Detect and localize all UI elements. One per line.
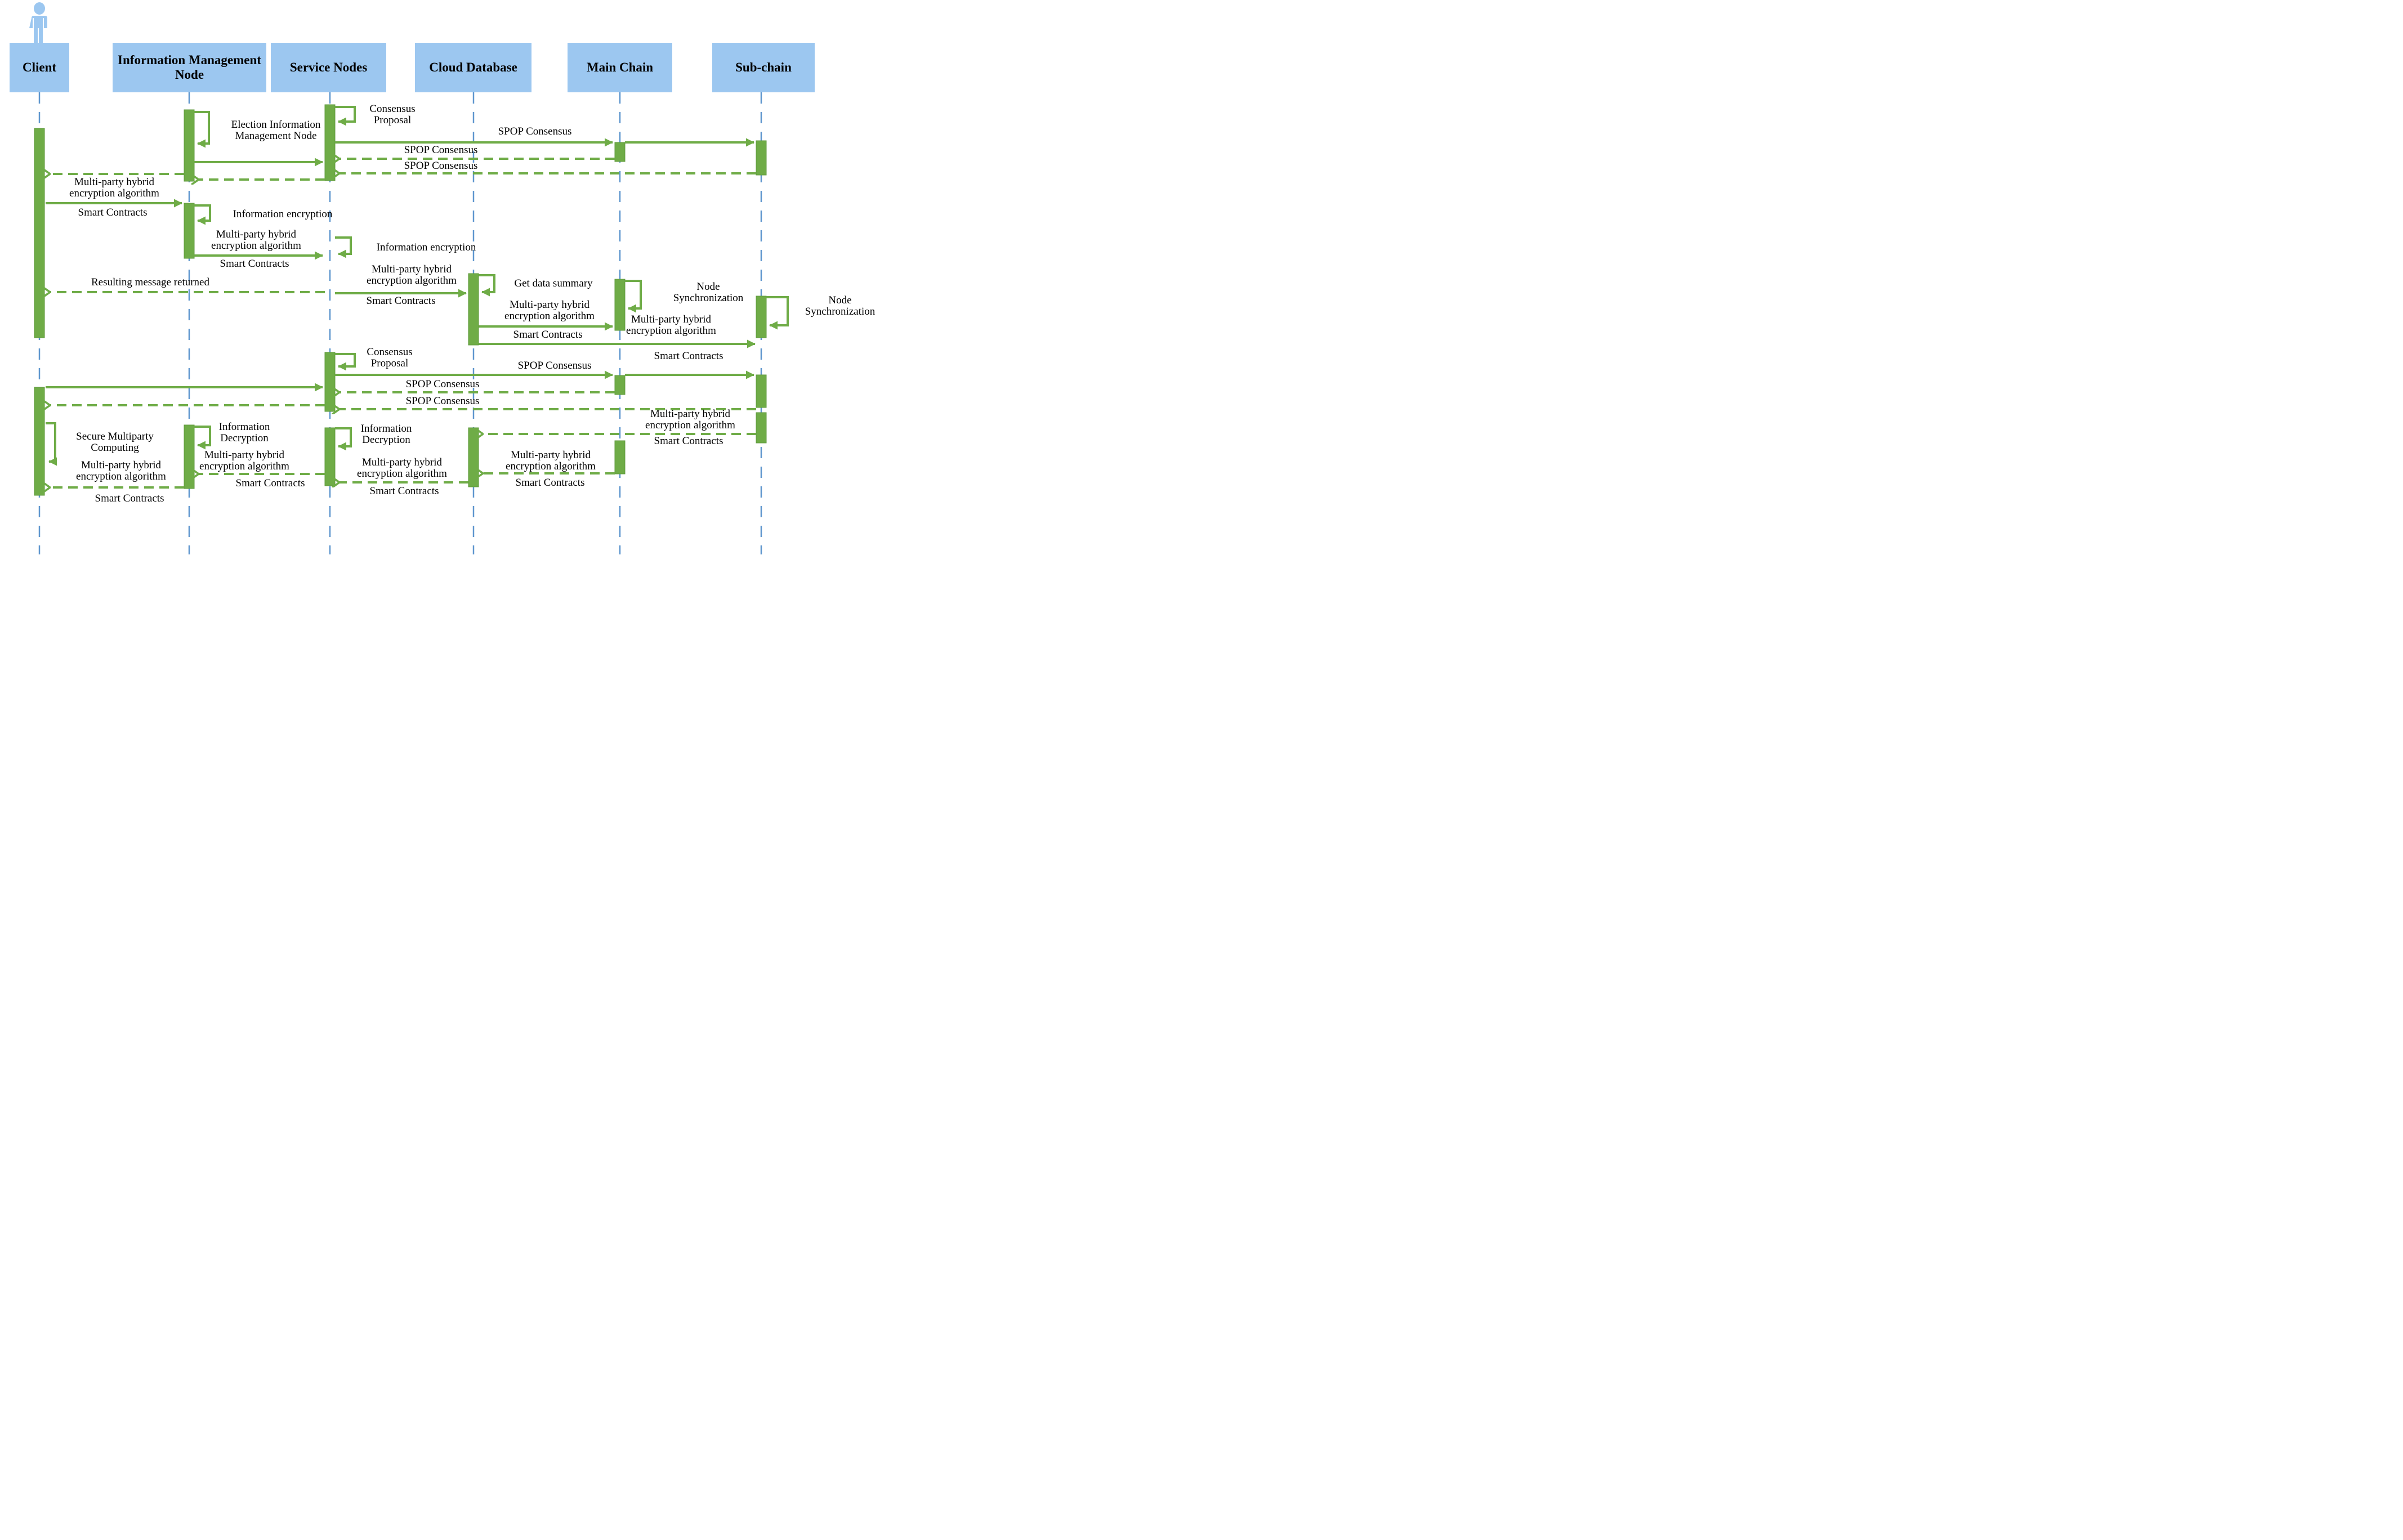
message-label: Multi-party hybrid encryption algorithm	[504, 299, 595, 322]
message-label: Multi-party hybrid encryption algorithm	[69, 176, 159, 199]
actor-box-information-management-node: Information Management Node	[113, 43, 266, 92]
self-loop-information-encryption-info	[194, 204, 211, 225]
message-label: Smart Contracts	[654, 350, 723, 362]
actor-label: Main Chain	[586, 60, 654, 74]
message-label: SPOP Consensus	[404, 144, 478, 156]
activation-bar	[324, 427, 336, 486]
message-label: SPOP Consensus	[517, 360, 592, 371]
message-label: Node Synchronization	[673, 281, 744, 304]
message-label: Smart Contracts	[369, 485, 439, 497]
message-label: Multi-party hybrid encryption algorithm	[211, 229, 301, 252]
message-label: Information Decryption	[360, 423, 412, 446]
message-label: Get data summary	[514, 277, 593, 289]
activation-bar	[184, 424, 195, 489]
message-label: Resulting message returned	[91, 276, 210, 288]
person-icon	[29, 2, 47, 43]
activation-bar	[324, 352, 336, 412]
actor-box-service-nodes: Service Nodes	[271, 43, 386, 92]
message-label: Node Synchronization	[805, 294, 876, 317]
activation-bar	[614, 440, 626, 474]
activation-bar	[184, 109, 195, 182]
message-label: Smart Contracts	[654, 435, 723, 447]
message-label: SPOP Consensus	[498, 126, 572, 137]
activation-bar	[614, 142, 626, 162]
activation-bar	[34, 387, 45, 496]
self-loop-information-encryption-service	[335, 236, 352, 258]
message-label: Information encryption	[376, 241, 476, 253]
message-label: SPOP Consensus	[405, 395, 480, 407]
self-loop-get-data-summary	[479, 274, 495, 297]
message-label: Multi-party hybrid encryption algorithm	[357, 456, 447, 480]
activation-bar	[756, 140, 767, 176]
message-label: Information encryption	[233, 208, 333, 220]
self-loop-consensus-proposal-2	[335, 353, 356, 371]
activation-bar	[614, 375, 626, 395]
actor-box-cloud-database: Cloud Database	[415, 43, 531, 92]
sequence-diagram: Client Information Management Node Servi…	[0, 0, 883, 563]
message-label: SPOP Consensus	[405, 378, 480, 390]
actor-label: Client	[22, 60, 57, 74]
message-label: Multi-party hybrid encryption algorithm	[645, 408, 735, 431]
actor-box-main-chain: Main Chain	[568, 43, 672, 92]
actor-label: Cloud Database	[429, 60, 517, 74]
actor-box-sub-chain: Sub-chain	[712, 43, 815, 92]
activation-bar	[184, 203, 195, 259]
activation-bar	[756, 374, 767, 408]
message-label: Information Decryption	[218, 421, 270, 444]
message-label: Smart Contracts	[513, 329, 583, 341]
self-loop-consensus-proposal	[335, 106, 356, 126]
message-label: Election Information Management Node	[231, 119, 321, 142]
message-label: Consensus Proposal	[367, 346, 413, 369]
message-label: Multi-party hybrid encryption algorithm	[367, 263, 457, 286]
activation-bar	[614, 279, 626, 331]
message-label: Smart Contracts	[220, 258, 289, 270]
activation-bar	[324, 104, 336, 181]
message-label: Smart Contracts	[235, 477, 305, 489]
message-label: Smart Contracts	[515, 477, 585, 489]
self-loop-information-decryption-info	[194, 426, 211, 450]
message-label: Multi-party hybrid encryption algorithm	[506, 449, 596, 472]
self-loop-node-sync-sub	[766, 296, 789, 330]
self-loop-secure-multiparty-computing	[46, 422, 57, 466]
activation-bar	[468, 273, 479, 346]
self-loop-node-sync-main	[625, 280, 642, 313]
actor-label: Service Nodes	[289, 60, 368, 74]
activation-bar	[756, 412, 767, 444]
message-label: Secure Multiparty Computing	[76, 431, 154, 454]
message-label: SPOP Consensus	[404, 160, 478, 172]
actor-box-client: Client	[10, 43, 69, 92]
self-loop-election-information	[194, 111, 210, 148]
activation-bar	[756, 296, 767, 338]
message-label: Smart Contracts	[366, 295, 436, 307]
activation-bar	[34, 128, 45, 338]
actor-label: Sub-chain	[735, 60, 792, 74]
message-label: Multi-party hybrid encryption algorithm	[199, 449, 289, 472]
message-label: Multi-party hybrid encryption algorithm	[76, 459, 166, 482]
message-label: Multi-party hybrid encryption algorithm	[626, 314, 716, 337]
message-label: Consensus Proposal	[369, 103, 416, 126]
actor-label: Information Management Node	[118, 52, 261, 82]
activation-bar	[468, 427, 479, 487]
message-label: Smart Contracts	[78, 207, 148, 218]
self-loop-information-decryption-service	[335, 427, 352, 451]
message-label: Smart Contracts	[95, 493, 164, 504]
